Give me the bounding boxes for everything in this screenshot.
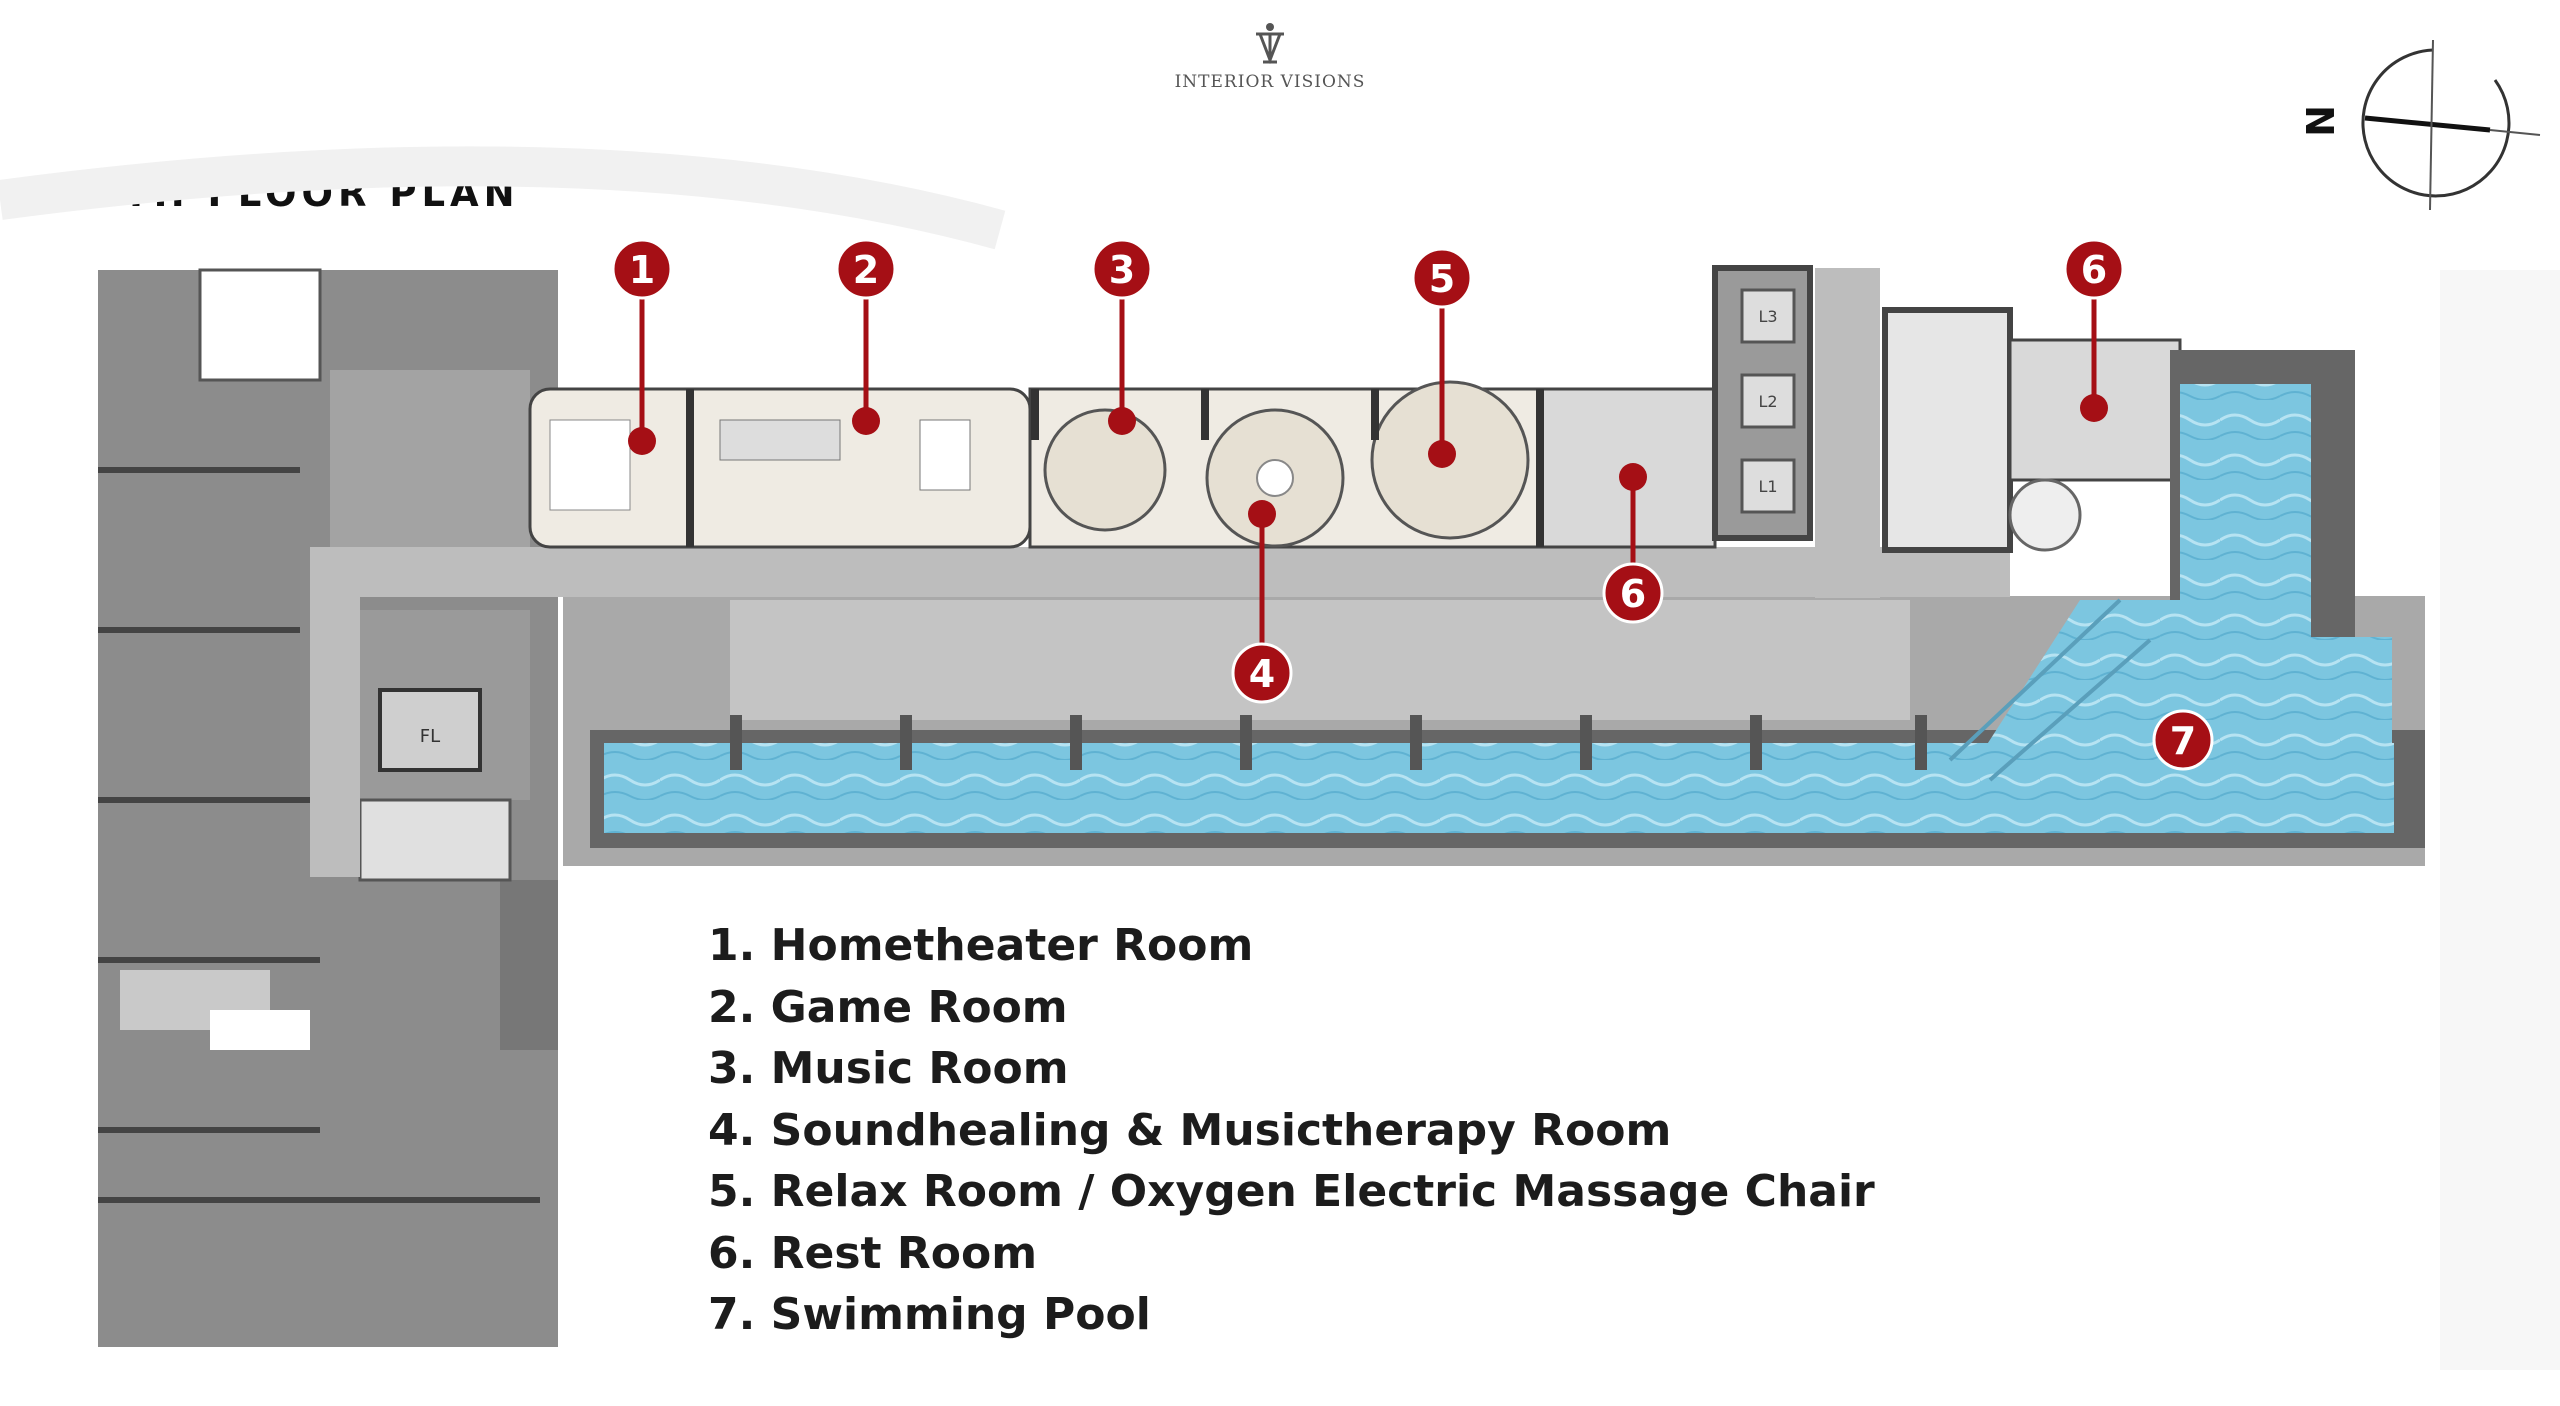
brand-logo: INTERIOR VISIONS: [1170, 22, 1370, 92]
svg-text:6: 6: [2081, 248, 2107, 292]
brand-logo-icon: [1256, 23, 1284, 65]
background-texture: [2440, 270, 2560, 1370]
deck-lounge: [730, 600, 1910, 720]
marker-3[interactable]: 3: [1091, 238, 1153, 300]
brand-name: INTERIOR VISIONS: [1174, 72, 1366, 92]
stair-left: [358, 798, 512, 882]
marker-6-top[interactable]: 6: [2063, 238, 2125, 300]
amenity-rooms: [528, 380, 1717, 549]
legend: 1. Hometheater Room 2. Game Room 3. Musi…: [708, 915, 1875, 1346]
elevator-core: L3 L2 L1: [1712, 265, 2182, 598]
legend-item: 4. Soundhealing & Musictherapy Room: [708, 1104, 1672, 1156]
svg-text:2: 2: [853, 248, 879, 292]
elevator-label: L3: [1758, 307, 1777, 326]
svg-text:5: 5: [1429, 257, 1455, 301]
svg-text:6: 6: [1620, 572, 1646, 616]
corridor-vertical: [310, 547, 360, 877]
marker-dots: [628, 394, 2108, 528]
marker-7[interactable]: 7: [2152, 709, 2214, 771]
svg-text:4: 4: [1249, 652, 1275, 696]
swimming-pool: [590, 350, 2425, 848]
legend-item: 3. Music Room: [708, 1043, 1069, 1094]
legend-item: 6. Rest Room: [708, 1227, 1038, 1279]
elevator-label: L1: [1758, 477, 1777, 496]
legend-item: 7. Swimming Pool: [708, 1289, 1151, 1340]
elevator-label: L2: [1758, 392, 1777, 411]
legend-item: 1. Hometheater Room: [708, 920, 1254, 971]
marker-2[interactable]: 2: [835, 238, 897, 300]
fire-lift-label: FL: [420, 726, 440, 747]
fire-lift: [378, 688, 482, 772]
compass-icon: N: [2297, 39, 2541, 211]
svg-text:1: 1: [629, 248, 655, 292]
corridor: [310, 547, 2010, 597]
marker-6-bottom[interactable]: 6: [1602, 562, 1664, 624]
background-swoosh: [0, 146, 1006, 250]
marker-5[interactable]: 5: [1411, 247, 1473, 309]
marker-1[interactable]: 1: [611, 238, 673, 300]
legend-item: 2. Game Room: [708, 981, 1068, 1033]
marker-4[interactable]: 4: [1231, 642, 1293, 704]
legend-item: 5. Relax Room / Oxygen Electric Massage …: [708, 1166, 1875, 1217]
deck-columns: [730, 715, 1927, 770]
compass-north-label: N: [2297, 105, 2341, 137]
svg-text:7: 7: [2170, 719, 2196, 763]
svg-text:3: 3: [1109, 248, 1135, 292]
